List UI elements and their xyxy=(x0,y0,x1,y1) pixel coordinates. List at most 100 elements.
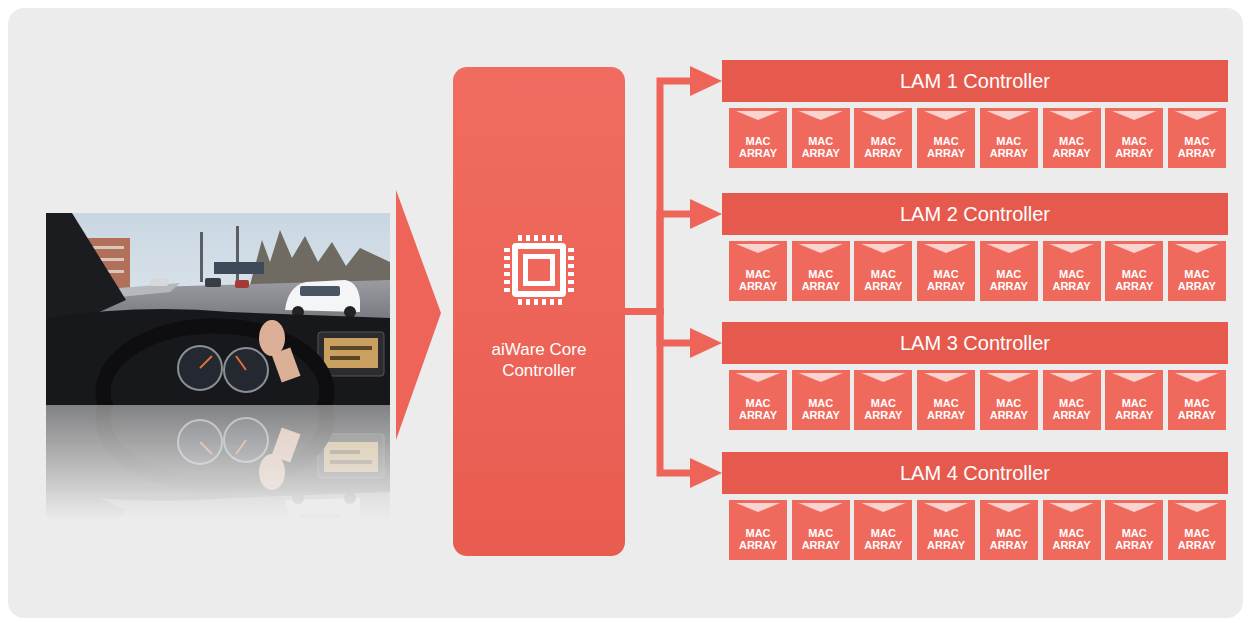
mac-triangles xyxy=(729,370,1229,384)
node-label: MAC ARRAY xyxy=(1049,527,1095,551)
mac-triangles xyxy=(729,500,1229,514)
chip-pins xyxy=(504,248,510,292)
mac-array-box: MAC ARRAY xyxy=(792,108,850,168)
node-label: MAC ARRAY xyxy=(1174,135,1220,159)
chip-body xyxy=(518,249,560,291)
nav-screen xyxy=(324,338,378,368)
node-label: MAC ARRAY xyxy=(735,268,781,292)
sky xyxy=(46,213,390,405)
node-label: LAM 4 Controller xyxy=(900,461,1050,485)
node-label: MAC ARRAY xyxy=(735,135,781,159)
steering-wheel xyxy=(103,326,327,405)
lam-controller-bar: LAM 2 Controller xyxy=(722,193,1228,235)
mac-array-box: MAC ARRAY xyxy=(854,370,912,430)
input-arrow xyxy=(396,190,441,440)
mac-array-box: MAC ARRAY xyxy=(854,108,912,168)
chip-body xyxy=(512,243,566,297)
node-label: MAC ARRAY xyxy=(923,397,969,421)
mac-array-box: MAC ARRAY xyxy=(1168,108,1226,168)
mac-array-box: MAC ARRAY xyxy=(729,370,787,430)
node-label: MAC ARRAY xyxy=(798,527,844,551)
gauge xyxy=(224,348,268,392)
mac-array-box: MAC ARRAY xyxy=(1168,500,1226,560)
mac-triangles xyxy=(729,108,1229,122)
core-controller-box: aiWare Core Controller xyxy=(453,67,625,556)
mac-array-box: MAC ARRAY xyxy=(729,500,787,560)
arm xyxy=(271,347,300,382)
node-label: MAC ARRAY xyxy=(860,135,906,159)
road-photo xyxy=(46,213,390,405)
mac-array-box: MAC ARRAY xyxy=(792,370,850,430)
node-label: MAC ARRAY xyxy=(923,135,969,159)
node-label: MAC ARRAY xyxy=(1174,527,1220,551)
car xyxy=(235,280,249,288)
lam-controller-bar: LAM 3 Controller xyxy=(722,322,1228,364)
mac-array-box: MAC ARRAY xyxy=(792,500,850,560)
gauge xyxy=(178,346,222,390)
node-label: MAC ARRAY xyxy=(860,268,906,292)
mac-array-box: MAC ARRAY xyxy=(980,370,1038,430)
hand xyxy=(259,320,285,356)
connector-arrow xyxy=(625,81,712,312)
node-label: MAC ARRAY xyxy=(1049,135,1095,159)
node-label: MAC ARRAY xyxy=(1049,397,1095,421)
node-label: MAC ARRAY xyxy=(1111,527,1157,551)
mac-array-box: MAC ARRAY xyxy=(917,500,975,560)
node-label: LAM 2 Controller xyxy=(900,202,1050,226)
mac-array-box: MAC ARRAY xyxy=(917,108,975,168)
connector-arrow xyxy=(625,214,712,312)
node-label: MAC ARRAY xyxy=(735,397,781,421)
mac-array-box: MAC ARRAY xyxy=(1105,370,1163,430)
node-label: MAC ARRAY xyxy=(1049,268,1095,292)
mac-array-box: MAC ARRAY xyxy=(792,241,850,301)
lam-controller-bar: LAM 4 Controller xyxy=(722,452,1228,494)
node-label: MAC ARRAY xyxy=(986,135,1032,159)
node-label: MAC ARRAY xyxy=(1174,397,1220,421)
nav-screen xyxy=(330,346,372,350)
lam-controller-bar: LAM 1 Controller xyxy=(722,60,1228,102)
mac-array-box: MAC ARRAY xyxy=(1043,500,1101,560)
wheel xyxy=(344,306,356,318)
node-label: aiWare Core Controller xyxy=(477,339,601,381)
node-label: MAC ARRAY xyxy=(860,397,906,421)
node-label: MAC ARRAY xyxy=(798,135,844,159)
node-label: MAC ARRAY xyxy=(1174,268,1220,292)
mac-array-box: MAC ARRAY xyxy=(917,370,975,430)
photo-reflection xyxy=(46,352,390,597)
car-window xyxy=(300,286,340,296)
connector-arrow xyxy=(625,312,712,474)
mac-array-box: MAC ARRAY xyxy=(729,241,787,301)
mac-array-box: MAC ARRAY xyxy=(1105,241,1163,301)
node-label: MAC ARRAY xyxy=(798,397,844,421)
node-label: MAC ARRAY xyxy=(1111,397,1157,421)
node-label: LAM 3 Controller xyxy=(900,331,1050,355)
mac-array-box: MAC ARRAY xyxy=(1043,108,1101,168)
mac-array-box: MAC ARRAY xyxy=(980,500,1038,560)
mac-array-box: MAC ARRAY xyxy=(1043,370,1101,430)
needle xyxy=(236,356,246,370)
mac-array-box: MAC ARRAY xyxy=(980,108,1038,168)
chip-pins xyxy=(518,235,562,241)
node-label: MAC ARRAY xyxy=(986,397,1032,421)
node-label: MAC ARRAY xyxy=(986,268,1032,292)
node-label: LAM 1 Controller xyxy=(900,69,1050,93)
mac-array-box: MAC ARRAY xyxy=(1105,500,1163,560)
sign xyxy=(214,262,264,274)
chip-icon xyxy=(507,238,571,302)
node-label: MAC ARRAY xyxy=(923,268,969,292)
chip-pins xyxy=(568,248,574,292)
mac-array-box: MAC ARRAY xyxy=(729,108,787,168)
nav-screen xyxy=(330,356,360,360)
mac-array-box: MAC ARRAY xyxy=(1105,108,1163,168)
chip-core xyxy=(523,254,555,286)
needle xyxy=(200,356,212,368)
node-label: MAC ARRAY xyxy=(1111,135,1157,159)
mac-array-box: MAC ARRAY xyxy=(917,241,975,301)
mac-array-box: MAC ARRAY xyxy=(980,241,1038,301)
chip-pins xyxy=(518,299,562,305)
mac-array-box: MAC ARRAY xyxy=(1168,241,1226,301)
car xyxy=(150,278,168,286)
connector-arrow xyxy=(625,312,712,344)
car xyxy=(205,278,221,287)
node-label: MAC ARRAY xyxy=(735,527,781,551)
